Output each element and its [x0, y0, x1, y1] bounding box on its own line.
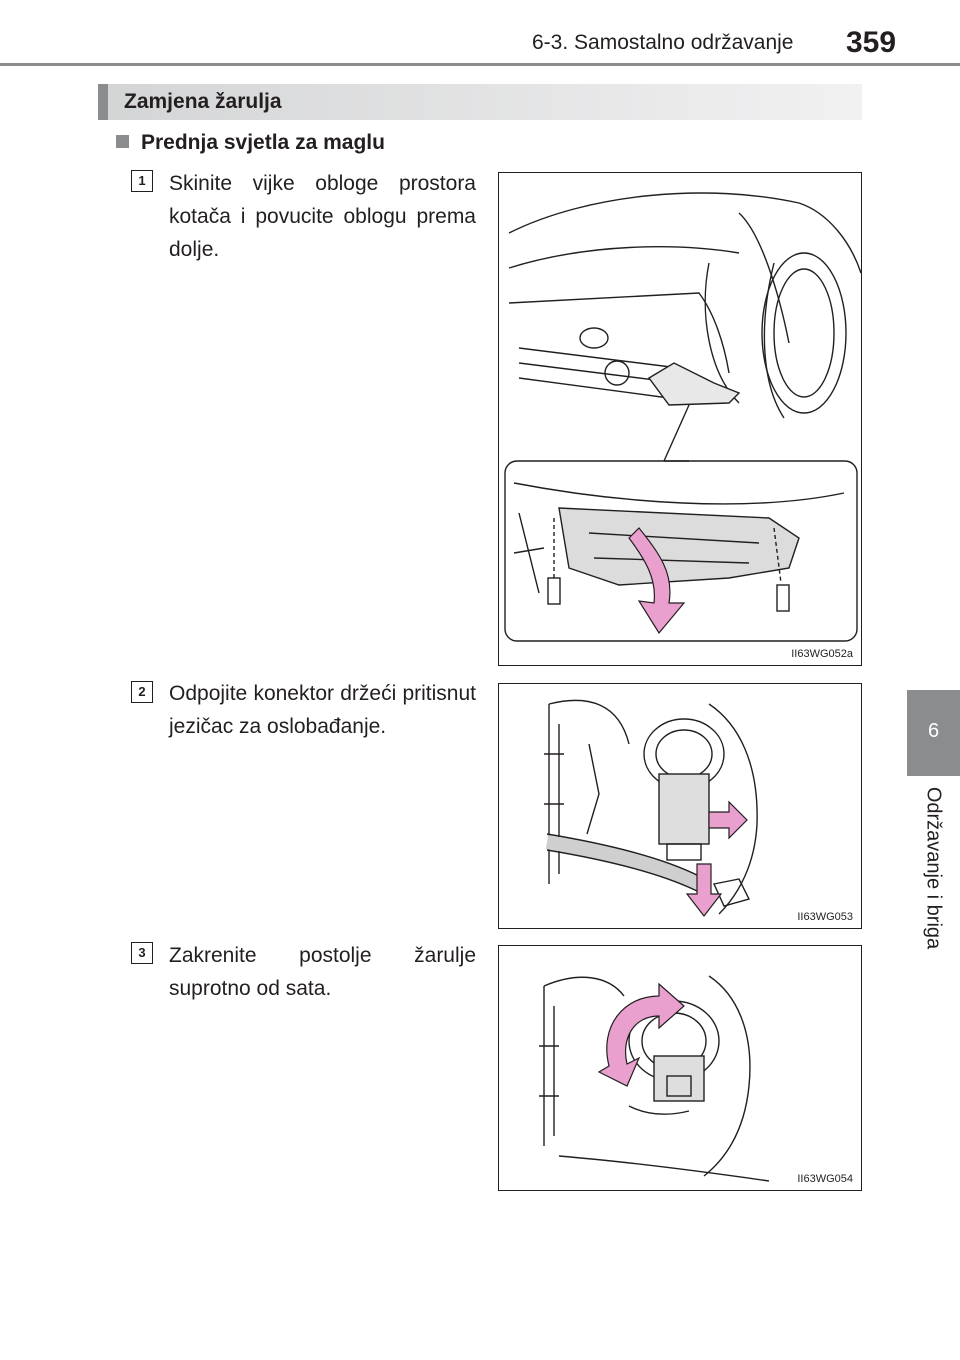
subsection-heading: Prednja svjetla za maglu — [116, 131, 385, 155]
header-divider — [0, 63, 960, 66]
square-bullet-icon — [116, 135, 129, 148]
page-number: 359 — [846, 26, 897, 59]
figure-code: II63WG052a — [791, 648, 853, 660]
step-text: Odpojite konektor držeći pritisnut jezič… — [169, 682, 476, 738]
step-text: Skinite vijke obloge prostora kotača i p… — [169, 172, 476, 261]
figure-code: II63WG054 — [797, 1173, 853, 1185]
step-number-badge: 2 — [131, 681, 153, 703]
step-number-badge: 3 — [131, 942, 153, 964]
chapter-tab: 6 — [907, 690, 960, 776]
chapter-number: 6 — [927, 720, 940, 742]
running-header: 6-3. Samostalno održavanje — [532, 31, 794, 54]
section-heading-bar: Zamjena žarulja — [98, 84, 862, 120]
bulb-base-illustration — [539, 975, 770, 1182]
figure-code: II63WG053 — [797, 911, 853, 923]
chapter-title: Održavanje i briga — [922, 786, 945, 950]
figure-connector: II63WG053 — [498, 683, 862, 929]
wheel-liner-illustration — [504, 192, 861, 642]
subsection-title: Prednja svjetla za maglu — [141, 131, 385, 154]
figure-wheel-liner: II63WG052a — [498, 172, 862, 666]
section-title: Zamjena žarulja — [124, 90, 282, 113]
connector-illustration — [544, 699, 758, 917]
step-text: Zakrenite postolje žarulje suprotno od s… — [169, 944, 476, 1000]
step-number-badge: 1 — [131, 170, 153, 192]
figure-bulb-base: II63WG054 — [498, 945, 862, 1191]
